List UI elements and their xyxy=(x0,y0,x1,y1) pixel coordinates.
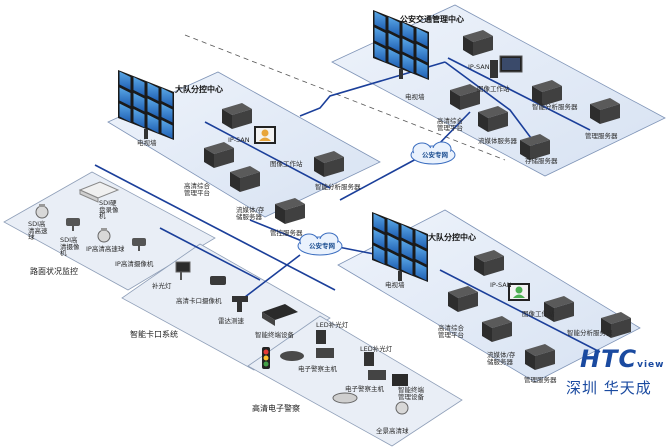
brigade2-title: 大队分控中心 xyxy=(428,233,476,242)
brigade2-manage-label: 管理服务器 xyxy=(524,376,557,384)
brigade1-ipsan-label: IP-SAN xyxy=(228,136,250,144)
radar-label: 雷达测速 xyxy=(218,317,244,325)
led-light-2-label: LED补光灯 xyxy=(360,345,393,353)
traffic-wall-label: 电视墙 xyxy=(405,93,425,101)
brand-logo: HTCview 深圳 华天成 xyxy=(562,345,666,405)
ip-dome-label: IP高清高速球 xyxy=(86,245,125,253)
checkpoint-category-label: 智能卡口系统 xyxy=(130,330,178,339)
sdi-camera-label: SDI高清摄像机 xyxy=(60,236,80,257)
brand-name: 深圳 华天成 xyxy=(566,379,652,397)
car-icon xyxy=(280,351,358,404)
traffic-ipsan-label: IP-SAN xyxy=(468,63,490,71)
brigade2-analysis-label: 智能分析服务器 xyxy=(567,329,613,337)
fill-light-label: 补光灯 xyxy=(152,282,172,290)
police-host-2-label: 电子警察主机 xyxy=(345,385,384,393)
brigade2-wall-label: 电视墙 xyxy=(385,281,405,289)
sdi-recorder-icon xyxy=(78,181,120,203)
cloud-middle-label: 公安专网 xyxy=(309,242,335,250)
link-brigade1-bus xyxy=(204,121,331,189)
traffic-media-label: 流媒体服务器 xyxy=(478,137,517,145)
road-category-label: 路面状况监控 xyxy=(30,267,78,276)
sdi-dome-label: SDI高清高速球 xyxy=(28,220,48,241)
traffic-video-wall-icon xyxy=(373,10,429,80)
ip-camera-label: IP高清摄像机 xyxy=(115,260,154,268)
police-terminal-icon xyxy=(392,374,408,386)
ip-dome-icon xyxy=(97,228,111,243)
backbone-main xyxy=(94,164,336,291)
cloud-top-icon xyxy=(410,141,456,165)
brigade2-ipsan-label: IP-SAN xyxy=(490,281,512,289)
traffic-workstation-label: 图像工作站 xyxy=(477,85,510,93)
brigade1-analysis-label: 智能分析服务器 xyxy=(315,183,361,191)
brigade1-workstation-icon xyxy=(254,126,276,144)
checkpoint-terminal-icon xyxy=(262,304,298,326)
brigade2-video-wall-icon xyxy=(372,212,428,282)
brigade1-title: 大队分控中心 xyxy=(175,85,223,94)
checkpoint-camera-icon xyxy=(210,276,226,285)
brigade2-media-label: 流媒体/存储服务器 xyxy=(487,351,516,366)
brigade1-video-wall-icon xyxy=(118,70,174,140)
brigade1-manage-label: 管控服务器 xyxy=(270,229,303,237)
link-road-to-checkpoint xyxy=(159,227,261,281)
police-terminal-label: 智能终端管理设备 xyxy=(398,386,424,401)
panorama-dome-icon xyxy=(395,401,409,415)
led-light-icon xyxy=(316,330,374,366)
checkpoint-terminal-label: 智能终端设备 xyxy=(255,331,294,339)
traffic-workstation-icon xyxy=(490,55,523,78)
radar-icon xyxy=(232,296,248,312)
fill-light-icon xyxy=(175,261,191,280)
panorama-dome-label: 全景高清球 xyxy=(376,427,409,435)
cloud-middle-icon xyxy=(297,232,343,256)
traffic-storage-label: 存储服务器 xyxy=(525,157,558,165)
sdi-dome-icon xyxy=(35,204,49,219)
police-host-icon xyxy=(316,348,386,380)
brigade2-workstation-icon xyxy=(508,283,530,301)
brand-logo-text: HTC xyxy=(580,345,638,373)
link-brigade1-to-cloud xyxy=(299,61,446,117)
cloud-top-label: 公安专网 xyxy=(422,151,448,159)
brand-logo-small: view xyxy=(637,360,665,370)
road-panel xyxy=(3,171,216,291)
brigade2-platform-label: 高清综合管理平台 xyxy=(438,324,464,339)
led-light-1-label: LED补光灯 xyxy=(316,321,349,329)
sdi-recorder-label: SDI硬盘录像机 xyxy=(99,199,119,220)
brand-logo-mark: HTCview xyxy=(580,345,664,373)
brigade1-panel xyxy=(107,71,381,218)
link-traffic-bus xyxy=(447,57,591,131)
brigade1-workstation-label: 图像工作站 xyxy=(270,160,303,168)
traffic-platform-label: 高清综合管理平台 xyxy=(437,117,463,132)
checkpoint-panel xyxy=(121,243,331,371)
police-host-1-label: 电子警察主机 xyxy=(298,365,337,373)
link-brigade1-to-cloud-top xyxy=(339,157,419,201)
server-icons xyxy=(204,30,631,370)
ip-camera-icon xyxy=(132,238,146,251)
traffic-manage-label: 管理服务器 xyxy=(585,132,618,140)
separator-line xyxy=(184,34,506,161)
traffic-center-title: 公安交通管理中心 xyxy=(400,15,464,24)
brigade1-platform-label: 高清综合管理平台 xyxy=(184,182,210,197)
brigade2-workstation-label: 图像工作站 xyxy=(522,310,555,318)
police-panel xyxy=(247,315,463,447)
link-cloud-to-traffic xyxy=(444,61,541,151)
traffic-light-icon xyxy=(262,347,270,369)
link-cloud-mid-down xyxy=(244,254,301,298)
link-brigade2-bus xyxy=(439,269,601,353)
brigade1-wall-label: 电视墙 xyxy=(137,139,157,147)
traffic-analysis-label: 智能分析服务器 xyxy=(532,103,578,111)
checkpoint-camera-label: 高清卡口摄像机 xyxy=(176,297,222,305)
brigade1-media-label: 流媒体/存储服务器 xyxy=(236,206,265,221)
sdi-camera-icon xyxy=(66,218,80,231)
police-category-label: 高清电子警察 xyxy=(252,404,300,413)
